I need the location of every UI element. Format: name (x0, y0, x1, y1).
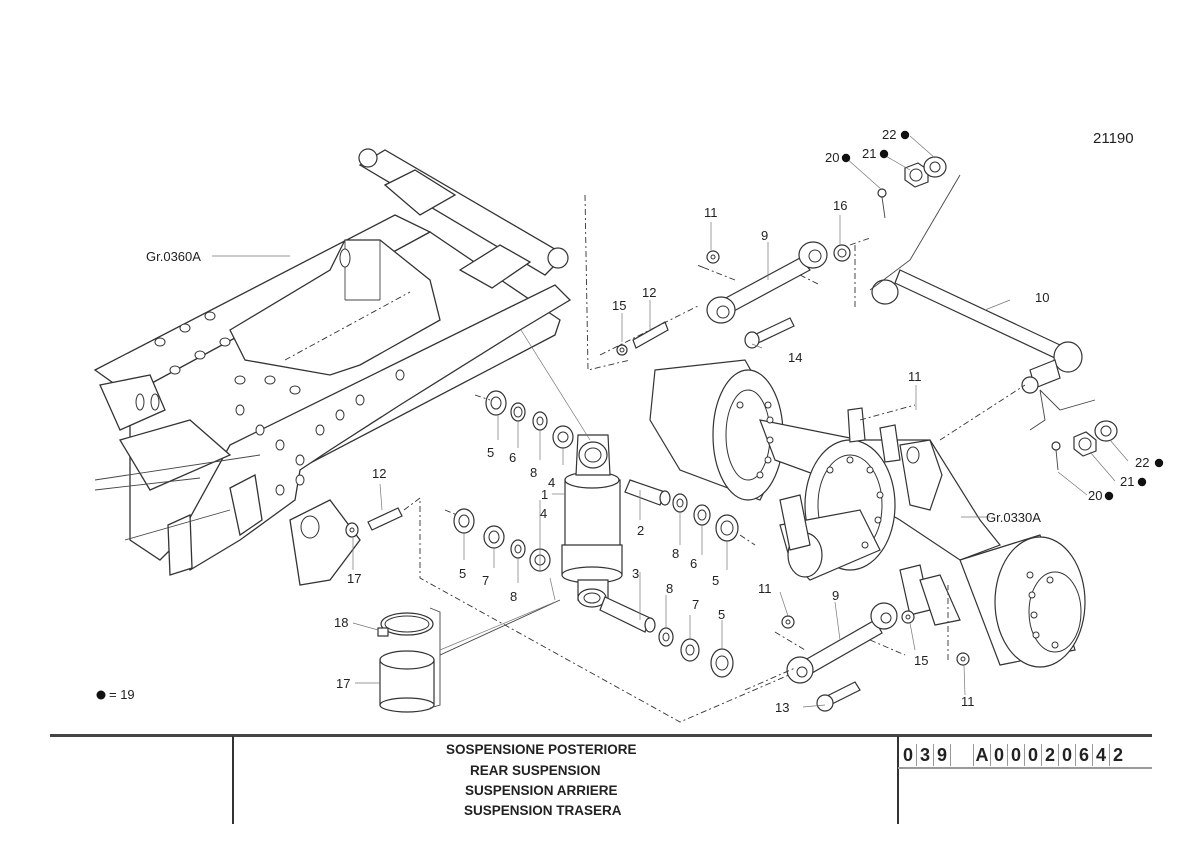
filled-circle-icon (96, 690, 106, 700)
legend: = 19 (96, 687, 135, 702)
bullet-icon (879, 149, 889, 159)
title-french: SUSPENSION ARRIERE (465, 783, 618, 798)
callout-20: 20 (1088, 488, 1102, 503)
hardware-20-21-22-right (1051, 420, 1118, 471)
callout-9: 9 (832, 588, 839, 603)
code-digit: 0 (1024, 744, 1041, 766)
code-digit: 0 (1058, 744, 1075, 766)
title-block-divider-right (897, 736, 899, 824)
callout-15: 15 (612, 298, 626, 313)
callout-5: 5 (718, 607, 725, 622)
callout-7: 7 (482, 573, 489, 588)
hardware-20-21-22-top (877, 156, 947, 219)
code-digit: 9 (933, 744, 950, 766)
figure-number: 21190 (1093, 130, 1134, 147)
callout-17: 17 (336, 676, 350, 691)
pin-2-set (624, 479, 756, 546)
drum-studs (736, 401, 1059, 649)
callout-3: 3 (632, 566, 639, 581)
callout-18: 18 (334, 615, 348, 630)
callout-15: 15 (914, 653, 928, 668)
callout-4: 4 (540, 506, 547, 521)
callout-12: 12 (372, 466, 386, 481)
callout-10: 10 (1035, 290, 1049, 305)
bullet-icon (1104, 491, 1114, 501)
callout-22: 22 (882, 127, 896, 142)
code-digit: 2 (1109, 744, 1126, 766)
group-ref-axle: Gr.0330A (986, 510, 1041, 525)
callout-21: 21 (862, 146, 876, 161)
callout-8: 8 (510, 589, 517, 604)
callout-20: 20 (825, 150, 839, 165)
lower-link-9 (744, 585, 970, 712)
callout-4: 4 (548, 475, 555, 490)
rear-axle-assembly (649, 359, 1086, 668)
upper-link-9 (584, 194, 871, 371)
bullet-icon (841, 153, 851, 163)
panhard-rod-10 (869, 174, 1096, 431)
drawing-code: 0 3 9 A 0 0 0 2 0 6 4 2 (900, 744, 1126, 766)
callout-11: 11 (961, 694, 975, 709)
callout-12: 12 (642, 285, 656, 300)
upper-bushing-set (474, 390, 574, 449)
title-italian: SOSPENSIONE POSTERIORE (446, 742, 637, 757)
callout-13: 13 (775, 700, 789, 715)
code-digit: 0 (902, 745, 913, 765)
code-digit: 0 (1007, 744, 1024, 766)
callout-22: 22 (1135, 455, 1149, 470)
shock-absorber (561, 434, 623, 608)
callout-6: 6 (690, 556, 697, 571)
title-block-top-rule (50, 734, 1152, 737)
leader-lines (212, 135, 1129, 708)
code-digit: A (973, 744, 990, 766)
callout-1: 1 (541, 487, 548, 502)
callout-11: 11 (704, 205, 718, 220)
callout-labels: 1 2 3 4 4 5 5 5 5 6 6 7 7 8 8 8 8 9 9 10… (334, 198, 1049, 715)
bullet-icon (900, 130, 910, 140)
pin-3-set (599, 596, 734, 678)
callout-7: 7 (692, 597, 699, 612)
title-block-divider-left (232, 736, 234, 824)
callout-6: 6 (509, 450, 516, 465)
callout-2: 2 (637, 523, 644, 538)
code-digit: 0 (990, 744, 1007, 766)
code-separator (950, 744, 973, 766)
callout-9: 9 (761, 228, 768, 243)
bullet-icon (1137, 477, 1147, 487)
rear-frame-assembly (93, 148, 572, 586)
callout-21: 21 (1120, 474, 1134, 489)
bulleted-callouts: 20 21 22 22 21 20 (825, 127, 1164, 503)
callout-8: 8 (530, 465, 537, 480)
callout-16: 16 (833, 198, 847, 213)
group-ref-frame: Gr.0360A (146, 249, 201, 264)
clamp-and-sleeve (377, 599, 561, 713)
title-spanish: SUSPENSION TRASERA (464, 803, 622, 818)
code-digit: 3 (916, 744, 933, 766)
callout-17: 17 (347, 571, 361, 586)
frame-holes (135, 248, 405, 496)
bullet-icon (1154, 458, 1164, 468)
lower-bushing-set (444, 508, 551, 572)
title-english: REAR SUSPENSION (470, 763, 601, 778)
stud-12-lower (345, 497, 871, 723)
code-digit: 4 (1092, 744, 1109, 766)
code-digit: 6 (1075, 744, 1092, 766)
callout-8: 8 (666, 581, 673, 596)
callout-11: 11 (908, 369, 922, 384)
callout-11: 11 (758, 581, 772, 596)
callout-5: 5 (487, 445, 494, 460)
code-digit: 2 (1041, 744, 1058, 766)
legend-text: = 19 (109, 687, 135, 702)
callout-8: 8 (672, 546, 679, 561)
callout-14: 14 (788, 350, 802, 365)
callout-5: 5 (459, 566, 466, 581)
title-block-code-underline (898, 767, 1152, 769)
callout-5: 5 (712, 573, 719, 588)
